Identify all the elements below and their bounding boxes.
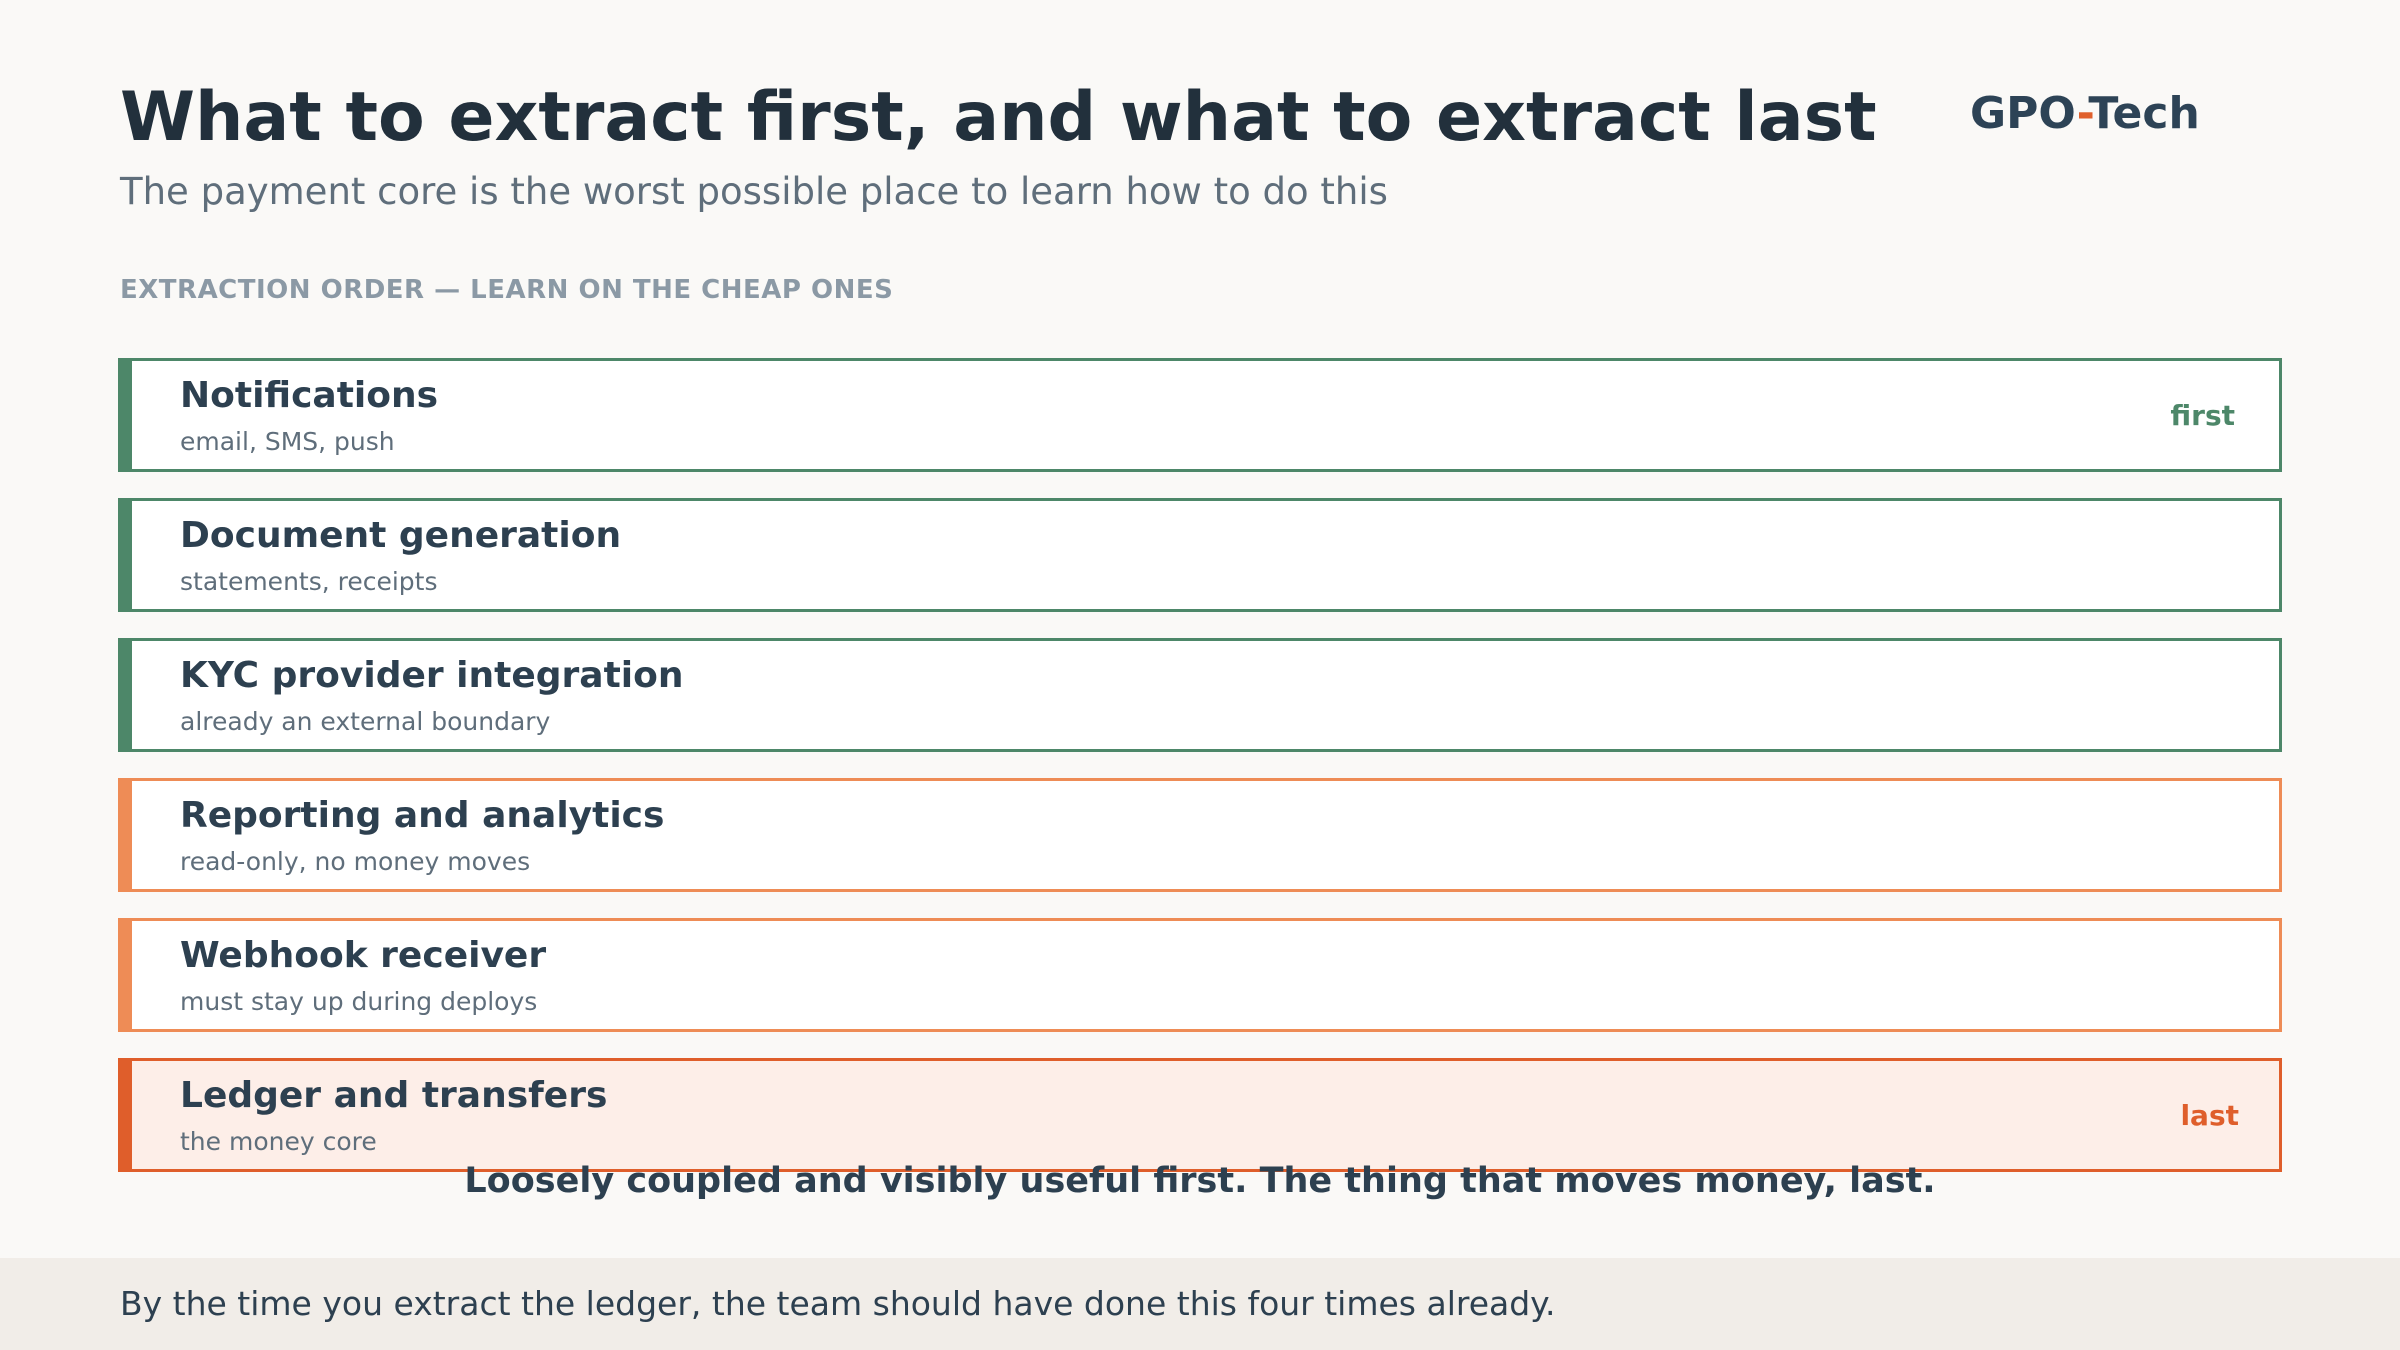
page-title: What to extract first, and what to extra… (120, 78, 1877, 157)
logo-text-tech: Tech (2088, 88, 2200, 139)
item-name: Notifications (180, 375, 439, 416)
list-item-ledger-transfers: Ledger and transfers the money core last (118, 1058, 2282, 1172)
logo-dash: - (2076, 88, 2089, 139)
item-description: must stay up during deploys (180, 987, 538, 1016)
item-name: Webhook receiver (180, 935, 547, 976)
item-name: Document generation (180, 515, 622, 556)
list-item-reporting-analytics: Reporting and analytics read-only, no mo… (118, 778, 2282, 892)
item-description: read-only, no money moves (180, 847, 531, 876)
item-name: KYC provider integration (180, 655, 684, 696)
logo-text-gpo: GPO (1970, 88, 2077, 139)
brand-logo: GPO-Tech (1970, 88, 2200, 140)
item-description: email, SMS, push (180, 427, 395, 456)
item-name: Reporting and analytics (180, 795, 665, 836)
item-description: already an external boundary (180, 707, 551, 736)
footer-bar: By the time you extract the ledger, the … (0, 1258, 2400, 1350)
footer-text: By the time you extract the ledger, the … (120, 1284, 1556, 1323)
list-item-webhook-receiver: Webhook receiver must stay up during dep… (118, 918, 2282, 1032)
order-tag-last: last (2180, 1099, 2239, 1132)
list-item-notifications: Notifications email, SMS, push first (118, 358, 2282, 472)
extraction-order-list: Notifications email, SMS, push first Doc… (118, 358, 2282, 1198)
takeaway-statement: Loosely coupled and visibly useful first… (464, 1161, 1936, 1201)
item-name: Ledger and transfers (180, 1075, 608, 1116)
item-description: statements, receipts (180, 567, 438, 596)
section-label: EXTRACTION ORDER — LEARN ON THE CHEAP ON… (120, 275, 894, 305)
item-description: the money core (180, 1127, 377, 1156)
list-item-document-generation: Document generation statements, receipts (118, 498, 2282, 612)
order-tag-first: first (2170, 399, 2235, 432)
list-item-kyc-provider: KYC provider integration already an exte… (118, 638, 2282, 752)
page-subtitle: The payment core is the worst possible p… (120, 170, 1388, 213)
